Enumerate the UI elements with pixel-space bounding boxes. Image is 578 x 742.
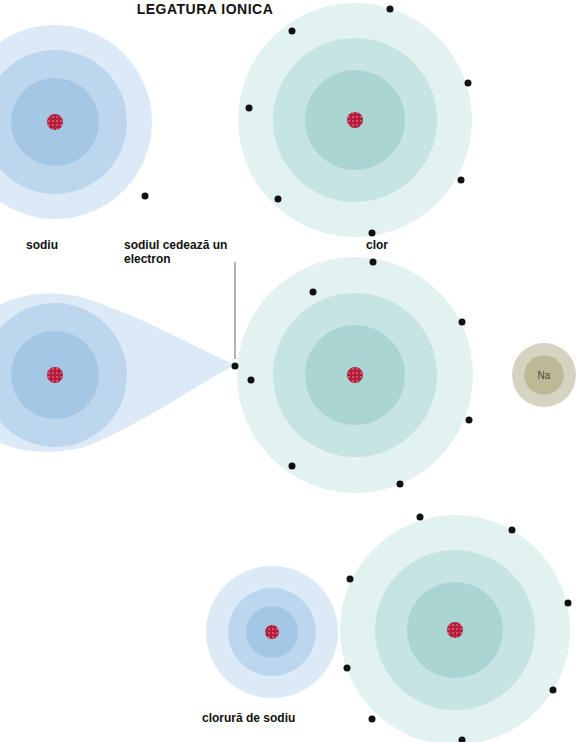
compound-label: clorură de sodiu <box>202 711 295 725</box>
atom-label: clor <box>366 238 388 252</box>
atom-label: sodiu <box>26 238 58 252</box>
diagram-title: LEGATURA IONICA <box>137 2 274 16</box>
ion-circle: Na <box>512 343 576 407</box>
node-text: Na <box>538 370 551 381</box>
callout-label: sodiul cedează un electron <box>124 238 236 266</box>
